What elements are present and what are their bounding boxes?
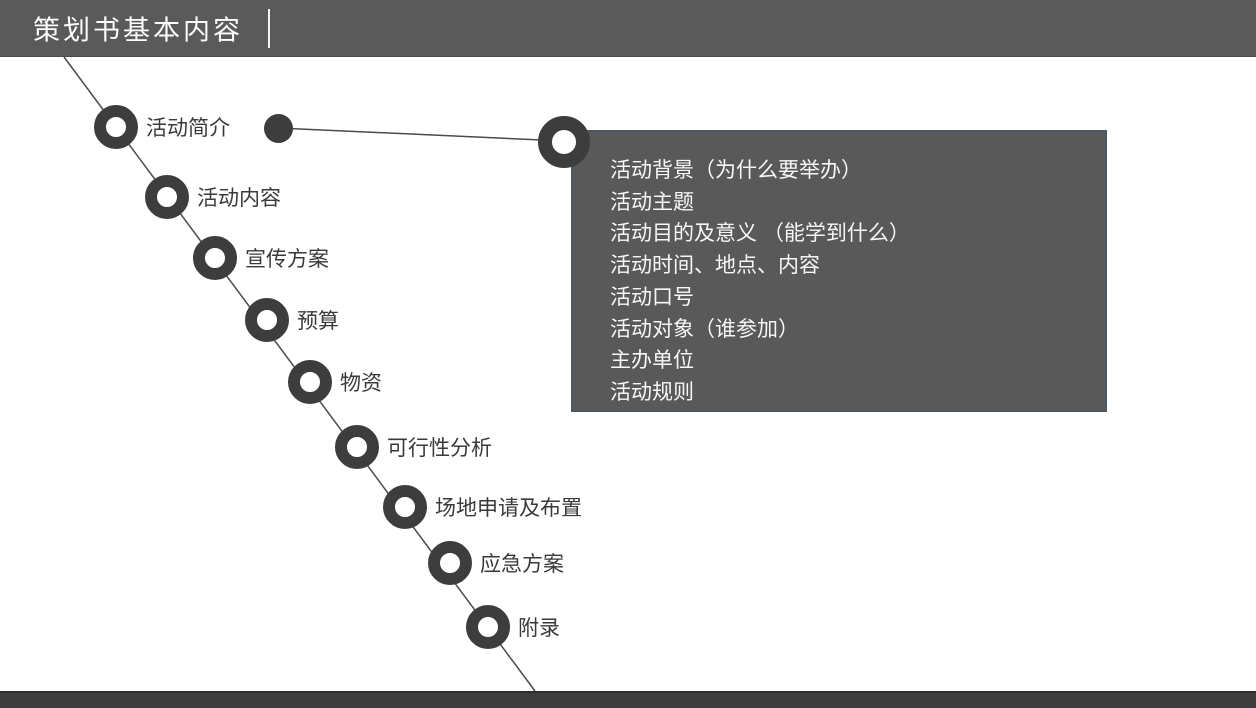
- timeline-node: 应急方案: [428, 541, 564, 585]
- node-ring-icon: [466, 605, 510, 649]
- detail-line: 活动规则: [610, 380, 694, 404]
- detail-line: 活动对象（谁参加）: [610, 317, 799, 341]
- detail-line: 活动背景（为什么要举办）: [610, 159, 862, 182]
- detail-box: 活动背景（为什么要举办） 活动主题 活动目的及意义 （能学到什么） 活动时间、地…: [571, 130, 1107, 412]
- node-label: 活动内容: [197, 187, 281, 210]
- timeline-node: 附录: [466, 605, 560, 649]
- timeline-node: 活动内容: [145, 175, 281, 219]
- node-label: 应急方案: [480, 553, 564, 576]
- node-ring-icon: [94, 105, 138, 149]
- detail-anchor-ring-icon: [538, 116, 590, 168]
- detail-line: 主办单位: [610, 349, 694, 373]
- node-label: 可行性分析: [387, 437, 492, 460]
- detail-line: 活动口号: [610, 285, 694, 309]
- node-ring-icon: [335, 425, 379, 469]
- timeline-node: 物资: [288, 360, 382, 404]
- bottom-bar: [0, 691, 1256, 708]
- node-ring-icon: [245, 298, 289, 342]
- node-label: 场地申请及布置: [435, 497, 582, 520]
- node-ring-icon: [145, 175, 189, 219]
- node-ring-icon: [288, 360, 332, 404]
- node-label: 宣传方案: [245, 248, 329, 271]
- node-label: 附录: [518, 617, 560, 640]
- node-label: 预算: [297, 310, 339, 333]
- detail-line: 活动时间、地点、内容: [610, 254, 820, 278]
- timeline-node: 预算: [245, 298, 339, 342]
- node-ring-icon: [383, 485, 427, 529]
- detail-line: 活动主题: [610, 190, 694, 214]
- timeline-node: 场地申请及布置: [383, 485, 582, 529]
- timeline-node: 活动简介: [94, 105, 230, 149]
- title-separator: [268, 9, 270, 48]
- detail-line: 活动目的及意义 （能学到什么）: [610, 222, 910, 246]
- node-label: 物资: [340, 372, 382, 395]
- title-bar: 策划书基本内容: [0, 0, 1256, 57]
- timeline-node: 宣传方案: [193, 236, 329, 280]
- node-ring-icon: [193, 236, 237, 280]
- node-label: 活动简介: [146, 117, 230, 140]
- detail-connector-line: [277, 127, 565, 142]
- connector-dot: [264, 114, 293, 143]
- timeline-node: 可行性分析: [335, 425, 492, 469]
- node-ring-icon: [428, 541, 472, 585]
- slide-title: 策划书基本内容: [33, 15, 243, 46]
